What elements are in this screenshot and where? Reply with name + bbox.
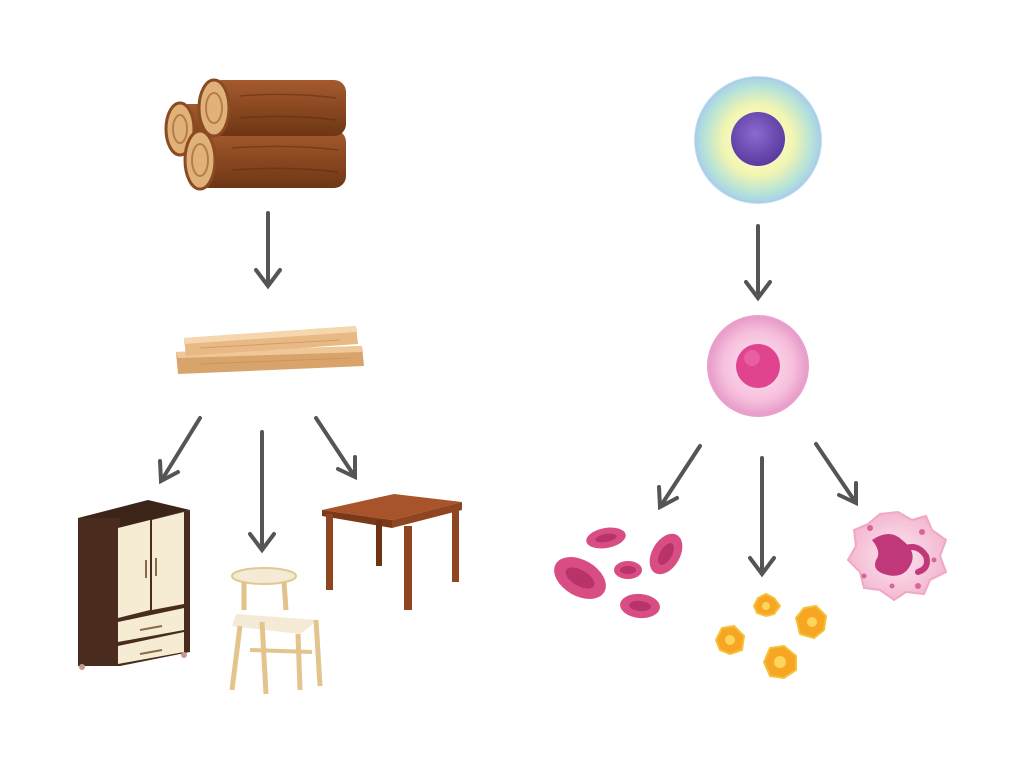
white-blood-cell-icon: [846, 510, 948, 602]
wardrobe-icon: [78, 500, 190, 670]
platelets-icon: [714, 592, 828, 680]
red-blood-cells-icon: [554, 527, 683, 619]
stem-cell-icon: [694, 76, 822, 204]
arrows-planks-to-furniture: [158, 416, 357, 554]
arrow-logs-to-planks: [254, 211, 282, 290]
planks-icon: [176, 326, 364, 374]
chair-icon: [229, 567, 323, 695]
progenitor-cell-icon: [707, 315, 809, 417]
arrow-stem-to-progenitor: [744, 224, 772, 302]
logs-icon: [164, 78, 346, 191]
table-icon: [322, 494, 462, 610]
arrows-progenitor-to-blood-cells: [657, 442, 858, 578]
